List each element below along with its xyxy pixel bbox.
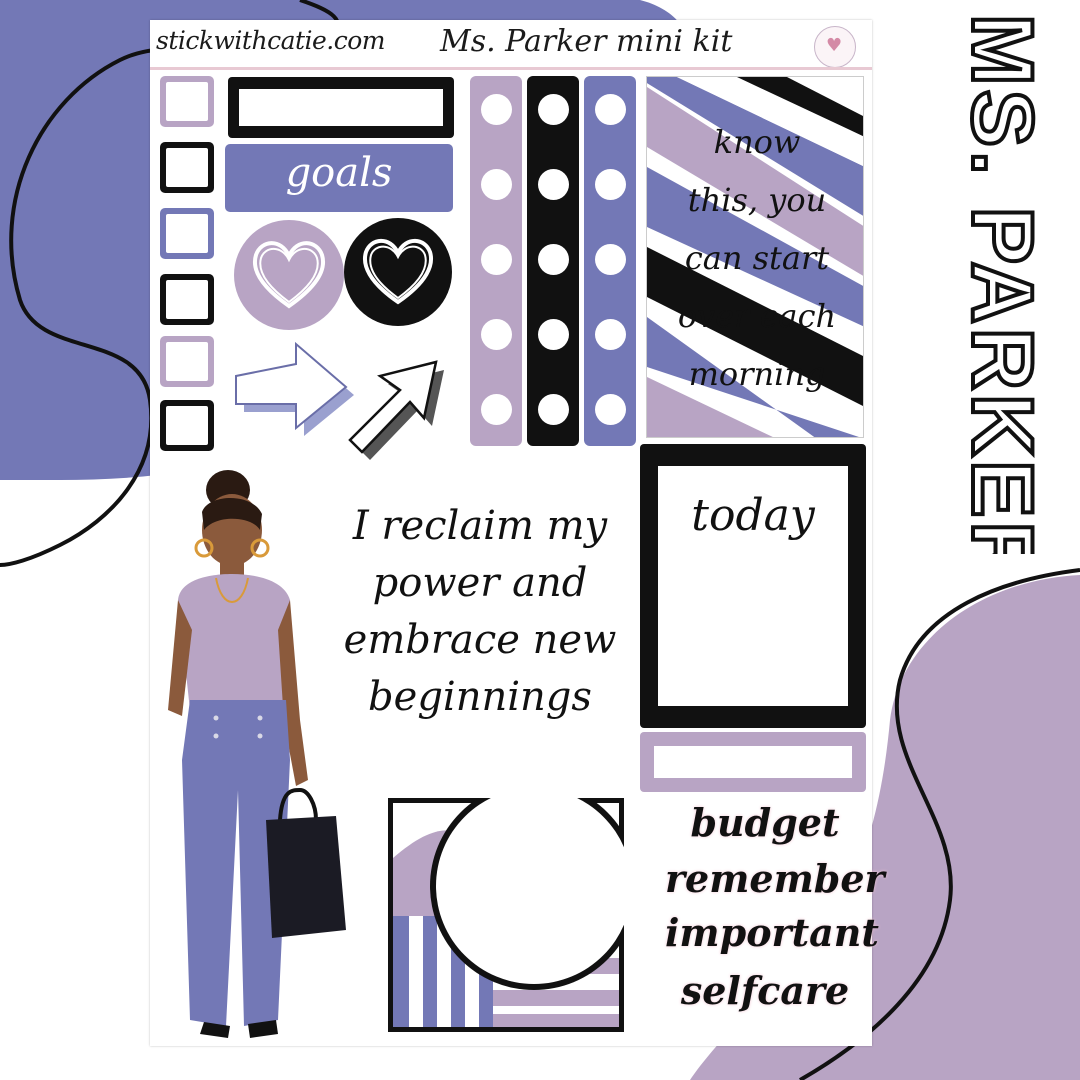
header-divider xyxy=(150,67,872,70)
logo-icon: ♥ xyxy=(814,26,856,68)
checkbox-sticker[interactable] xyxy=(160,400,214,451)
woman-illustration xyxy=(168,470,346,1038)
quote-side-text: know this, you can start over each morni… xyxy=(657,113,857,403)
label-box-inner xyxy=(654,746,852,778)
dot xyxy=(538,244,569,275)
quote-line: morning xyxy=(688,355,826,393)
checkbox-sticker[interactable] xyxy=(160,76,214,127)
dot xyxy=(481,244,512,275)
quote-card-stripes[interactable]: know this, you can start over each morni… xyxy=(646,76,864,438)
label-box-lilac[interactable] xyxy=(640,732,866,792)
dot xyxy=(595,394,626,425)
dot xyxy=(481,319,512,350)
dot xyxy=(595,169,626,200)
dot xyxy=(595,94,626,125)
word-sticker-important[interactable]: important xyxy=(665,910,879,955)
dot xyxy=(481,394,512,425)
square-circle-sticker[interactable] xyxy=(388,798,624,1032)
arrow-right-icon[interactable] xyxy=(232,332,362,447)
kit-title: Ms. Parker mini kit xyxy=(440,24,733,59)
quote-line: I reclaim my xyxy=(352,503,608,549)
side-title: MS. PARKER xyxy=(952,14,1052,554)
quote-line: can start xyxy=(684,239,830,277)
word-sticker-budget[interactable]: budget xyxy=(690,800,840,845)
quote-line: know xyxy=(713,123,801,161)
dot xyxy=(481,169,512,200)
quote-line: beginnings xyxy=(368,674,592,720)
goals-label: goals xyxy=(285,150,393,196)
word-sticker-remember[interactable]: remember xyxy=(665,856,885,901)
lilac-blob xyxy=(690,575,1080,1080)
square-circle-art xyxy=(393,798,624,1027)
today-frame-inner: today xyxy=(658,466,848,706)
heart-icon xyxy=(363,238,433,305)
dot-strip-black[interactable] xyxy=(527,76,579,446)
checkbox-sticker[interactable] xyxy=(160,208,214,259)
checkbox-sticker[interactable] xyxy=(160,336,214,387)
label-box-black[interactable] xyxy=(228,77,454,138)
quote-line: embrace new xyxy=(343,617,617,663)
quote-line: power and xyxy=(372,560,588,606)
quote-main-text: I reclaim my power and embrace new begin… xyxy=(330,498,630,726)
checkbox-sticker[interactable] xyxy=(160,142,214,193)
dot xyxy=(481,94,512,125)
label-box-inner xyxy=(239,89,443,126)
dot xyxy=(538,169,569,200)
checkbox-sticker[interactable] xyxy=(160,274,214,325)
outline-swirl-bottom xyxy=(799,568,1080,1080)
site-url[interactable]: stickwithcatie.com xyxy=(156,26,386,55)
quote-line: this, you xyxy=(687,181,827,219)
dot xyxy=(595,244,626,275)
dot xyxy=(538,319,569,350)
diagonal-stripes xyxy=(647,77,863,437)
dot xyxy=(538,394,569,425)
dot-strip-lilac[interactable] xyxy=(470,76,522,446)
sticker-sheet: stickwithcatie.com Ms. Parker mini kit ♥… xyxy=(150,20,885,1046)
side-title-text: MS. PARKER xyxy=(954,14,1050,554)
dot xyxy=(595,319,626,350)
heart-circle-lilac[interactable] xyxy=(234,220,344,330)
logo-heart-icon: ♥ xyxy=(826,35,843,56)
heart-icon xyxy=(253,241,325,309)
quote-line: over each xyxy=(677,297,837,335)
word-sticker-selfcare[interactable]: selfcare xyxy=(680,968,850,1013)
heart-circle-black[interactable] xyxy=(344,218,452,326)
arrow-up-right-icon[interactable] xyxy=(346,360,456,466)
dot xyxy=(538,94,569,125)
dot-strip-periwinkle[interactable] xyxy=(584,76,636,446)
goals-sticker[interactable]: goals xyxy=(225,144,453,212)
today-frame[interactable]: today xyxy=(640,444,866,728)
today-label: today xyxy=(691,490,815,541)
